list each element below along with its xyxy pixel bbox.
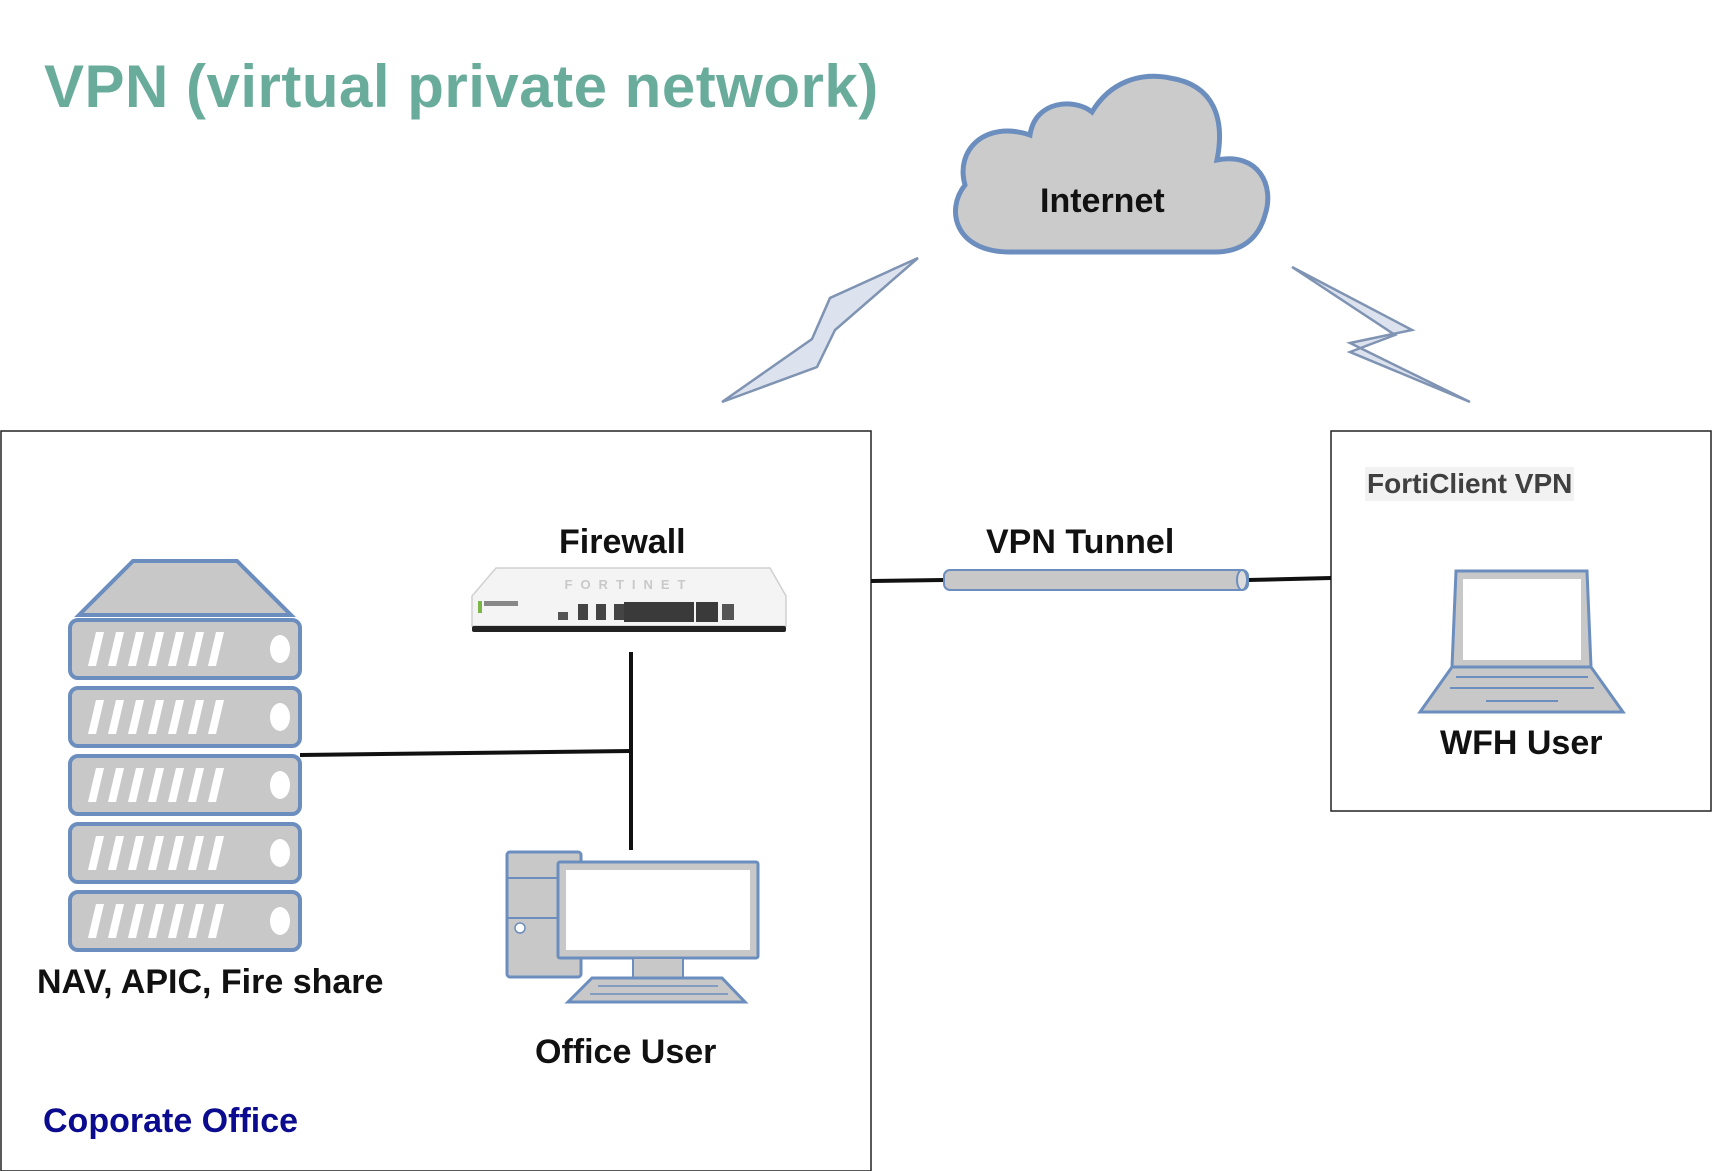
server-unit-4: [68, 822, 302, 884]
forticlient-label: FortiClient VPN: [1365, 467, 1575, 501]
server-unit-5: [68, 890, 302, 952]
server-unit-2: [68, 686, 302, 748]
tunnel-to-wfh-line: [1247, 576, 1332, 582]
internet-cloud-icon: [953, 73, 1271, 255]
office-desktop-icon: [505, 850, 760, 1004]
server-unit-1: [68, 618, 302, 680]
servers-label: NAV, APIC, Fire share: [37, 963, 384, 1001]
firewall-label: Firewall: [559, 523, 686, 561]
firewall-appliance-icon: FORTINET: [471, 567, 787, 632]
corporate-office-boundary: [0, 430, 872, 1171]
wfh-boundary: [1330, 430, 1712, 812]
wfh-laptop-icon: [1417, 569, 1626, 714]
server-unit-3: [68, 754, 302, 816]
lightning-link-right-icon: [1291, 265, 1471, 404]
firewall-to-tunnel-line: [870, 578, 945, 583]
page-title: VPN (virtual private network): [44, 53, 879, 120]
office-user-label: Office User: [535, 1033, 717, 1071]
wfh-user-label: WFH User: [1440, 724, 1603, 762]
internet-label: Internet: [1040, 182, 1165, 220]
lightning-link-left-icon: [721, 256, 919, 404]
server-rack-icon: [68, 559, 302, 952]
corporate-office-label: Coporate Office: [43, 1102, 299, 1140]
servers-to-switch-line: [299, 749, 632, 757]
firewall-brand-text: FORTINET: [565, 577, 694, 592]
vpn-tunnel-label: VPN Tunnel: [986, 523, 1175, 561]
vpn-tunnel-pipe: [943, 569, 1249, 591]
